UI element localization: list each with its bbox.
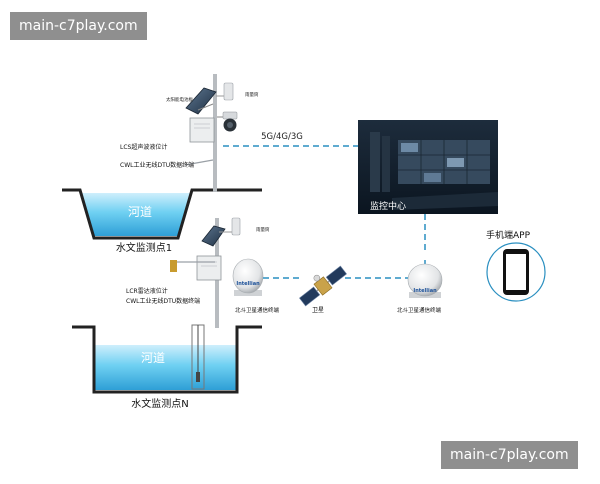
rain-gauge-1 xyxy=(216,82,234,101)
camera-1 xyxy=(217,111,238,132)
phone-group: 手机端APP xyxy=(486,229,546,302)
radar-sensor xyxy=(170,260,215,272)
antenna-right-brand: Intellian xyxy=(413,288,437,294)
links xyxy=(223,145,426,279)
station-n-sensor-label: LCR雷达液位计 xyxy=(126,287,168,295)
rain-gauge-1-label: 雨量筒 xyxy=(245,91,259,98)
beidou-right-label: 北斗卫星通信终端 xyxy=(397,306,442,314)
solar-panel-1-label: 太阳能电池板 xyxy=(166,96,193,103)
monitoring-center: 监控中心 xyxy=(358,120,498,214)
station-1-dtu-label: CWL工业无线DTU数据终端 xyxy=(120,161,194,169)
satellite-icon xyxy=(299,265,347,307)
river-1-bank xyxy=(62,188,262,240)
station-1: 河道 水文监测点1 太阳能电池板 雨量筒 LCS超声 xyxy=(62,74,262,254)
station-n-name: 水文监测点N xyxy=(131,397,188,410)
station-1-pole xyxy=(213,74,217,192)
station-1-sensor-label: LCS超声波液位计 xyxy=(120,143,167,151)
rain-gauge-n xyxy=(219,217,241,236)
rain-gauge-n-label: 雨量筒 xyxy=(256,226,270,233)
beidou-left-label: 北斗卫星通信终端 xyxy=(235,306,280,314)
river-1-label: 河道 xyxy=(128,205,152,219)
solar-panel-1 xyxy=(185,87,217,115)
station-n: 河道 水文监测点N 雨量筒 LCR雷达液位计 CWL工业无线DTU数据终 xyxy=(72,217,280,410)
phone-label: 手机端APP xyxy=(486,229,531,241)
river-n-water xyxy=(95,345,236,390)
center-label: 监控中心 xyxy=(370,200,406,212)
river-n-label: 河道 xyxy=(141,351,165,365)
river-n-bank xyxy=(72,325,262,394)
dtu-box-1 xyxy=(189,117,215,143)
network-label: 5G/4G/3G xyxy=(261,132,303,142)
satellite-label: 卫星 xyxy=(312,307,324,314)
beidou-antenna-right: Intellian xyxy=(407,263,443,298)
watermark-top: main-c7play.com xyxy=(10,12,147,40)
beidou-antenna-left: Intellian xyxy=(232,258,264,296)
dtu-box-n xyxy=(196,255,222,281)
river-1-water xyxy=(80,193,190,236)
station-n-dtu-label: CWL工业无线DTU数据终端 xyxy=(126,297,200,305)
station-1-name: 水文监测点1 xyxy=(116,241,172,254)
antenna-left-brand: Intellian xyxy=(236,281,260,287)
solar-panel-n xyxy=(201,225,226,247)
watermark-bottom: main-c7play.com xyxy=(441,441,578,469)
